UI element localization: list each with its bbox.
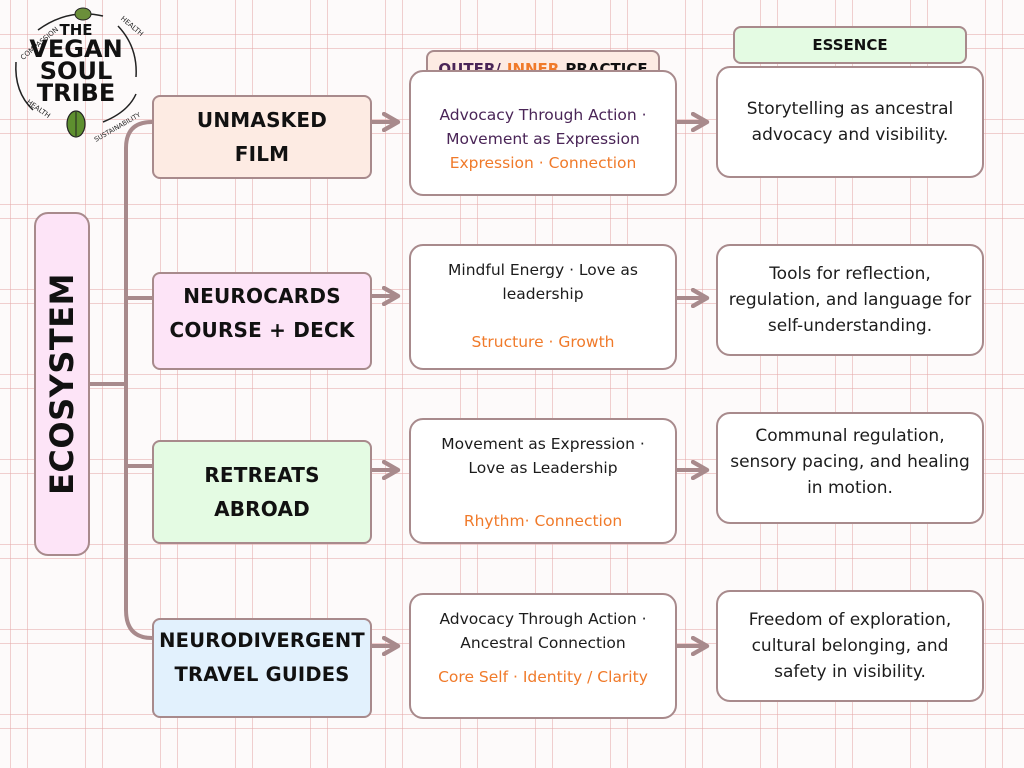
essence-text: Tools for reflection, regulation, and la…: [728, 264, 972, 336]
practice-node-3: Movement as Expression · Love as Leaders…: [409, 418, 677, 544]
logo-tribe: TRIBE: [36, 79, 116, 107]
program-line-2: TRAVEL GUIDES: [174, 663, 350, 686]
ecosystem-root-node: ECOSYSTEM: [34, 212, 90, 556]
practice-outer-text: Advocacy Through Action · Ancestral Conn…: [439, 610, 647, 652]
program-node-unmasked-film[interactable]: UNMASKED FILM: [152, 95, 372, 179]
practice-outer-text: Mindful Energy · Love as leadership: [448, 261, 638, 303]
essence-node-3: Communal regulation, sensory pacing, and…: [716, 412, 984, 524]
essence-text: Communal regulation, sensory pacing, and…: [730, 426, 970, 498]
practice-outer-text: Advocacy Through Action · Movement as Ex…: [439, 106, 647, 148]
essence-node-2: Tools for reflection, regulation, and la…: [716, 244, 984, 356]
program-line-2: COURSE + DECK: [169, 318, 355, 342]
program-node-retreats[interactable]: RETREATS ABROAD: [152, 440, 372, 544]
practice-inner-text: Structure · Growth: [471, 333, 615, 351]
program-line-1: NEUROCARDS: [183, 284, 341, 308]
program-line-2: FILM: [234, 142, 290, 166]
practice-node-4: Advocacy Through Action · Ancestral Conn…: [409, 593, 677, 719]
program-line-2: ABROAD: [214, 497, 310, 521]
logo-vegan: VEGAN: [29, 35, 123, 63]
header-essence: ESSENCE: [812, 36, 888, 54]
trunk-line: [124, 120, 153, 640]
program-node-travel-guides[interactable]: NEURODIVERGENT TRAVEL GUIDES: [152, 618, 372, 718]
ecosystem-label: ECOSYSTEM: [43, 273, 81, 495]
program-line-1: NEURODIVERGENT: [159, 629, 365, 652]
practice-outer-text: Movement as Expression · Love as Leaders…: [441, 435, 645, 477]
logo-soul: SOUL: [39, 57, 113, 85]
practice-node-1: Advocacy Through Action · Movement as Ex…: [409, 70, 677, 196]
program-line-1: UNMASKED: [196, 108, 328, 132]
program-node-neurocards[interactable]: NEUROCARDS COURSE + DECK: [152, 272, 372, 370]
practice-inner-text: Rhythm· Connection: [463, 512, 623, 530]
essence-node-4: Freedom of exploration, cultural belongi…: [716, 590, 984, 702]
logo-ring-icon: COMPASSION HEALTH HEALTH SUSTAINABILITY: [15, 7, 144, 142]
essence-text: Storytelling as ancestral advocacy and v…: [746, 99, 954, 145]
practice-node-2: Mindful Energy · Love as leadership Stru…: [409, 244, 677, 370]
essence-node-1: Storytelling as ancestral advocacy and v…: [716, 66, 984, 178]
essence-text: Freedom of exploration, cultural belongi…: [748, 610, 952, 682]
essence-column-header: ESSENCE: [733, 26, 967, 64]
vegan-soul-tribe-logo: COMPASSION HEALTH HEALTH SUSTAINABILITY …: [8, 2, 144, 142]
practice-inner-text: Expression · Connection: [449, 154, 637, 172]
program-line-1: RETREATS: [204, 463, 320, 487]
practice-inner-text: Core Self · Identity / Clarity: [438, 668, 648, 686]
logo-the: THE: [59, 21, 93, 39]
